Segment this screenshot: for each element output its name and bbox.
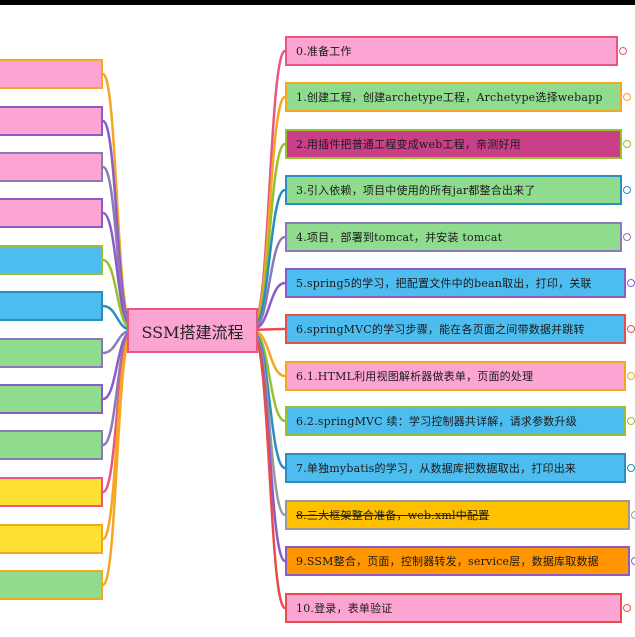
left-node-4[interactable]: [0, 245, 103, 275]
left-node-7[interactable]: [0, 384, 103, 414]
left-node-10[interactable]: [0, 524, 103, 554]
left-node-0[interactable]: [0, 59, 103, 89]
collapse-handle-icon[interactable]: [627, 464, 635, 472]
topic-node-label: 7.单独mybatis的学习，从数据库把数据取出，打印出来: [296, 462, 577, 475]
topic-node-7[interactable]: 6.1.HTML利用视图解析器做表单，页面的处理: [285, 361, 626, 391]
topic-node-label: 6.springMVC的学习步骤，能在各页面之间带数据并跳转: [296, 323, 585, 336]
topic-node-6[interactable]: 6.springMVC的学习步骤，能在各页面之间带数据并跳转: [285, 314, 626, 344]
topic-node-0[interactable]: 0.准备工作: [285, 36, 618, 66]
left-node-6[interactable]: [0, 338, 103, 368]
collapse-handle-icon[interactable]: [627, 279, 635, 287]
connector-left-2: [101, 165, 133, 327]
topic-node-label: 5.spring5的学习，把配置文件中的bean取出，打印，关联: [296, 277, 592, 290]
left-node-1[interactable]: [0, 106, 103, 136]
connector-left-0: [101, 72, 133, 325]
collapse-handle-icon[interactable]: [627, 325, 635, 333]
topic-node-1[interactable]: 1.创建工程，创建archetype工程，Archetype选择webapp: [285, 82, 622, 112]
central-topic[interactable]: SSM搭建流程: [127, 308, 258, 353]
left-node-9[interactable]: [0, 477, 103, 507]
top-border: [0, 0, 635, 5]
connector-left-3: [102, 211, 132, 329]
collapse-handle-icon[interactable]: [623, 93, 631, 101]
central-topic-label: SSM搭建流程: [141, 322, 244, 342]
collapse-handle-icon[interactable]: [631, 557, 635, 565]
topic-node-label: 10.登录，表单验证: [296, 602, 393, 615]
left-node-11[interactable]: [0, 570, 103, 600]
topic-node-10[interactable]: 8.三大框架整合准备，web.xml中配置: [285, 500, 630, 530]
topic-node-label: 4.项目，部署到tomcat，并安装 tomcat: [296, 231, 503, 244]
topic-node-label: 9.SSM整合，页面，控制器转发，service层，数据库取数据: [296, 555, 599, 568]
collapse-handle-icon[interactable]: [619, 47, 627, 55]
topic-node-2[interactable]: 2.用插件把普通工程变成web工程，亲测好用: [285, 129, 622, 159]
topic-node-label: 6.1.HTML利用视图解析器做表单，页面的处理: [296, 370, 534, 383]
topic-node-label: 8.三大框架整合准备，web.xml中配置: [296, 509, 490, 522]
topic-node-4[interactable]: 4.项目，部署到tomcat，并安装 tomcat: [285, 222, 622, 252]
collapse-handle-icon[interactable]: [623, 186, 631, 194]
left-node-8[interactable]: [0, 430, 103, 460]
left-node-2[interactable]: [0, 152, 103, 182]
topic-node-label: 2.用插件把普通工程变成web工程，亲测好用: [296, 138, 521, 151]
connector-right-1: [252, 95, 287, 325]
topic-node-11[interactable]: 9.SSM整合，页面，控制器转发，service层，数据库取数据: [285, 546, 630, 576]
topic-node-label: 1.创建工程，创建archetype工程，Archetype选择webapp: [296, 91, 603, 104]
left-node-3[interactable]: [0, 198, 103, 228]
collapse-handle-icon[interactable]: [623, 604, 631, 612]
topic-node-3[interactable]: 3.引入依赖，项目中使用的所有jar都整合出来了: [285, 175, 622, 205]
topic-node-9[interactable]: 7.单独mybatis的学习，从数据库把数据取出，打印出来: [285, 453, 626, 483]
topic-node-label: 3.引入依赖，项目中使用的所有jar都整合出来了: [296, 184, 536, 197]
collapse-handle-icon[interactable]: [627, 372, 635, 380]
connector-right-6: [253, 327, 286, 332]
connector-right-4: [253, 235, 286, 329]
topic-node-5[interactable]: 5.spring5的学习，把配置文件中的bean取出，打印，关联: [285, 268, 626, 298]
collapse-handle-icon[interactable]: [631, 511, 635, 519]
left-node-5[interactable]: [0, 291, 103, 321]
collapse-handle-icon[interactable]: [627, 417, 635, 425]
topic-node-label: 6.2.springMVC 续：学习控制器共详解，请求参数升级: [296, 415, 577, 428]
topic-node-12[interactable]: 10.登录，表单验证: [285, 593, 622, 623]
topic-node-8[interactable]: 6.2.springMVC 续：学习控制器共详解，请求参数升级: [285, 406, 626, 436]
connector-right-8: [253, 331, 286, 423]
connector-left-11: [101, 336, 133, 587]
collapse-handle-icon[interactable]: [623, 140, 631, 148]
topic-node-label: 0.准备工作: [296, 45, 352, 58]
connector-right-12: [252, 336, 287, 610]
collapse-handle-icon[interactable]: [623, 233, 631, 241]
connector-right-3: [253, 188, 286, 328]
